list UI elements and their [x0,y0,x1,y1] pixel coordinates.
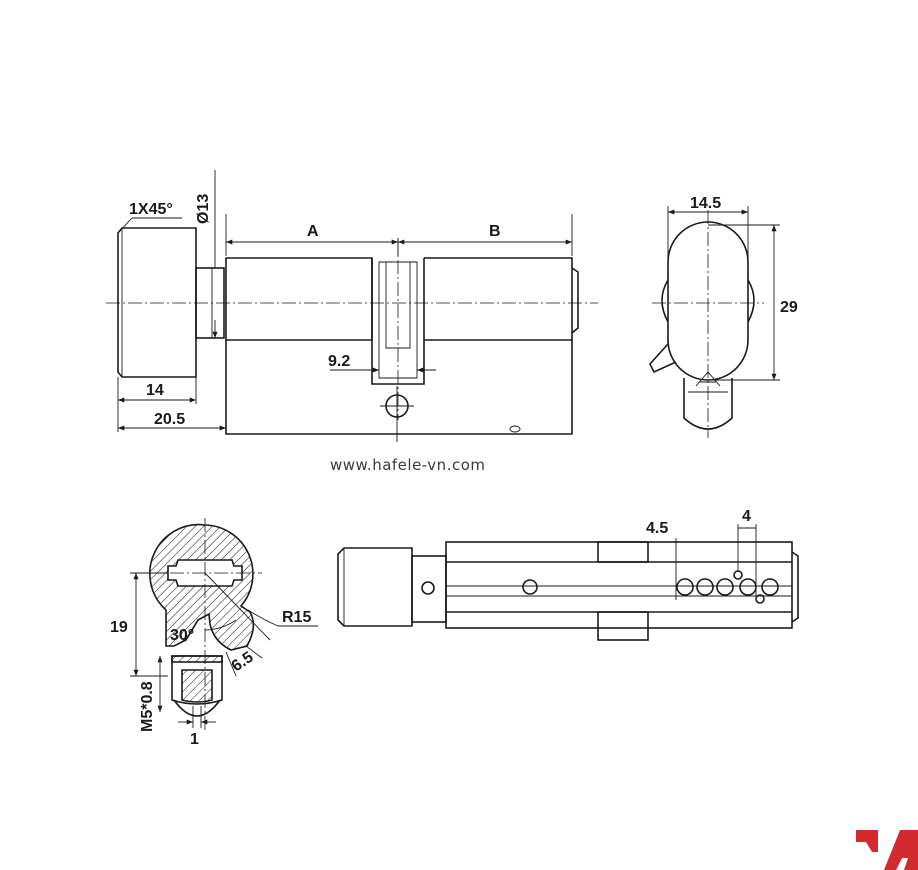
dimension-b: B [489,223,501,240]
cam-lever [649,343,677,374]
knob-length-label: 14 [146,382,164,399]
cam-detail-view: 19 M5*0.8 1 30° R15 6.5 [110,518,318,748]
height-label: 29 [780,299,798,316]
knob-diameter-label: Ø13 [195,194,212,224]
logo-mark [856,830,918,870]
hafele-logo [856,830,918,870]
width-label: 14.5 [690,195,721,212]
thumb-turn-knob [117,227,197,378]
pin-holes [676,570,779,604]
dimension-a: A [307,223,319,240]
pin-spacing-b-label: 4 [742,508,751,525]
chamfer-label: 1X45° [129,201,173,218]
screw-thread-label: M5*0.8 [139,681,156,732]
screw-thread [171,655,223,705]
cam-section [149,523,255,651]
cam-thickness-label: 6.5 [229,649,257,676]
top-view: 4.5 4 [337,508,799,641]
website-label: www.hafele-vn.com [330,456,486,474]
cam-height-label: 19 [110,619,128,636]
cylinder-body [225,257,373,341]
side-view: 14.5 29 [649,195,798,438]
knob-offset-label: 20.5 [154,411,185,428]
cam-angle-label: 30° [170,627,194,644]
screw-offset-label: 1 [190,731,199,748]
cam-radius-label: R15 [282,609,311,626]
front-view: A B 1X45° Ø13 14 20.5 9.2 [106,170,598,442]
pin-spacing-a-label: 4.5 [646,520,668,537]
cam-width-label: 9.2 [328,353,350,370]
